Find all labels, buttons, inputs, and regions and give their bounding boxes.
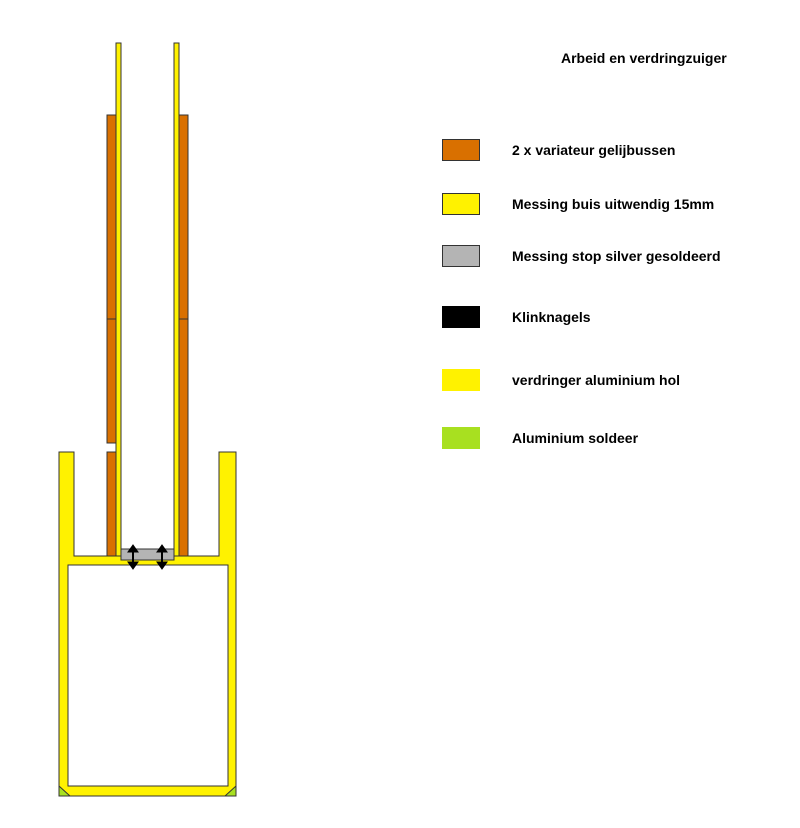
legend-swatch-bushings — [442, 139, 480, 161]
legend-swatch-solder — [442, 427, 480, 449]
legend-label-rivets: Klinknagels — [512, 309, 591, 325]
displacer-diagram — [58, 42, 237, 797]
solder-corner-right — [223, 784, 237, 797]
rivet-left — [127, 544, 139, 570]
rivet-right — [156, 544, 168, 570]
legend-label-solder: Aluminium soldeer — [512, 430, 639, 446]
brass-tube-left — [115, 42, 122, 561]
solder-corner-left — [58, 784, 72, 797]
legend-swatch-displacer — [442, 369, 480, 391]
legend-label-brass-tube: Messing buis uitwendig 15mm — [512, 196, 715, 212]
displacer-body — [58, 451, 237, 797]
legend-label-brass-plug: Messing stop silver gesoldeerd — [512, 248, 721, 264]
diagram-title: Arbeid en verdringzuiger — [561, 50, 727, 66]
legend-swatch-rivets — [442, 306, 480, 328]
bushing-left-lower — [106, 318, 117, 444]
bushing-right-lower — [178, 318, 189, 559]
brass-tube-right — [173, 42, 180, 561]
brass-plug — [120, 548, 175, 561]
legend-swatch-brass-tube — [442, 193, 480, 215]
legend-swatch-brass-plug — [442, 245, 480, 267]
bushing-left-upper — [106, 114, 117, 320]
bushing-right-upper — [178, 114, 189, 320]
bushing-left-bottom — [106, 451, 117, 559]
legend-label-displacer: verdringer aluminium hol — [512, 372, 681, 388]
legend-label-bushings: 2 x variateur gelijbussen — [512, 142, 676, 158]
